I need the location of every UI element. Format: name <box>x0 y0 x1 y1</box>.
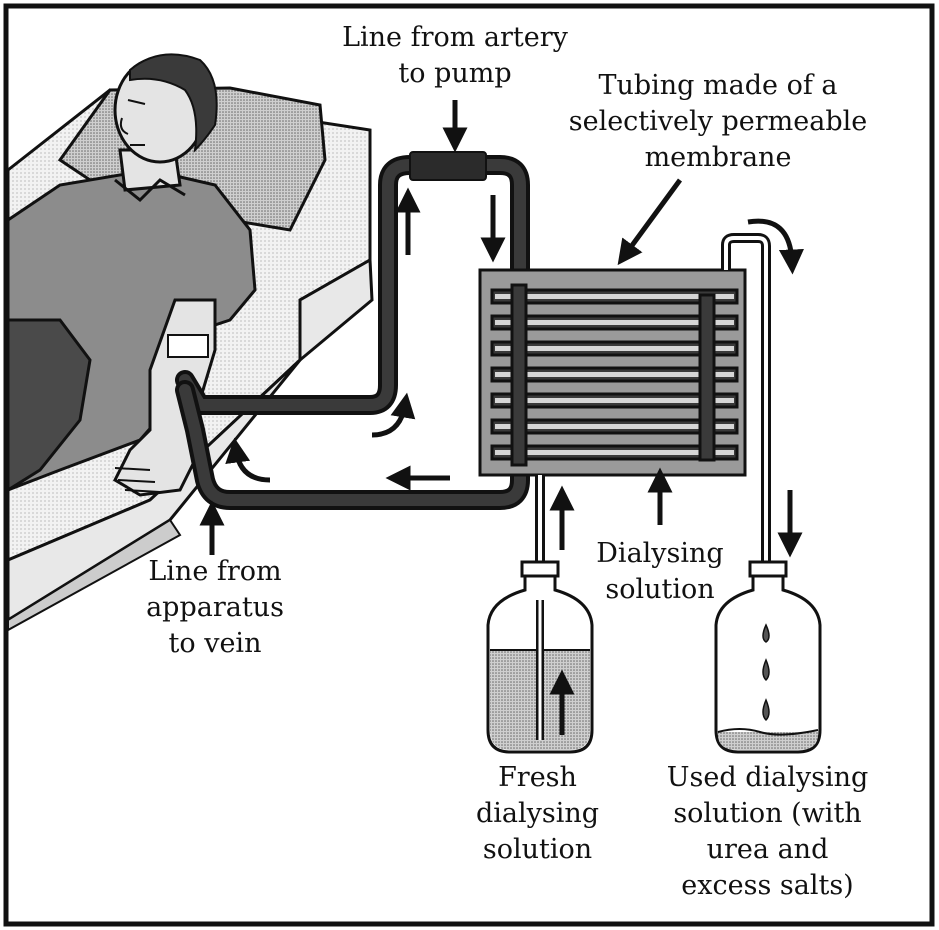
label-membrane-2: selectively permeable <box>568 106 868 137</box>
label-used-solution: Used dialysing solution (with urea and e… <box>645 760 890 904</box>
label-dialysing-2: solution <box>605 574 715 605</box>
arrow-curve-artery <box>371 392 416 438</box>
label-used-1: Used dialysing <box>666 762 869 793</box>
arrow-curve-vein <box>225 437 271 483</box>
label-artery-line-1: Line from artery <box>342 22 568 53</box>
label-artery-line: Line from artery to pump <box>320 20 590 92</box>
label-artery-line-2: to pump <box>398 58 512 89</box>
label-membrane: Tubing made of a selectively permeable m… <box>548 68 888 176</box>
label-fresh-solution: Fresh dialysing solution <box>450 760 625 868</box>
patient <box>6 53 257 497</box>
label-membrane-3: membrane <box>644 142 792 173</box>
label-dialysing-1: Dialysing <box>596 538 724 569</box>
used-bottle <box>714 560 822 754</box>
arrow-membrane-label <box>617 178 683 266</box>
label-dialysing-solution: Dialysing solution <box>580 536 740 608</box>
label-used-4: excess salts) <box>681 870 854 901</box>
pump <box>409 151 487 181</box>
tubing <box>175 155 530 510</box>
dialysis-tank <box>478 268 747 477</box>
flow-arrows <box>199 100 804 735</box>
label-vein-line-3: to vein <box>168 628 262 659</box>
label-used-2: solution (with <box>673 798 862 829</box>
frame-border <box>3 3 935 927</box>
label-fresh-2: dialysing <box>475 798 600 829</box>
label-membrane-1: Tubing made of a <box>598 70 838 101</box>
arrow-curve-outlet <box>747 218 804 275</box>
label-used-3: urea and <box>706 834 829 865</box>
label-vein-line-1: Line from <box>148 556 282 587</box>
label-fresh-3: solution <box>482 834 593 865</box>
fresh-bottle <box>486 560 594 754</box>
label-fresh-1: Fresh <box>498 762 577 793</box>
label-vein-line-2: apparatus <box>146 592 284 623</box>
label-vein-line: Line from apparatus to vein <box>120 554 310 662</box>
